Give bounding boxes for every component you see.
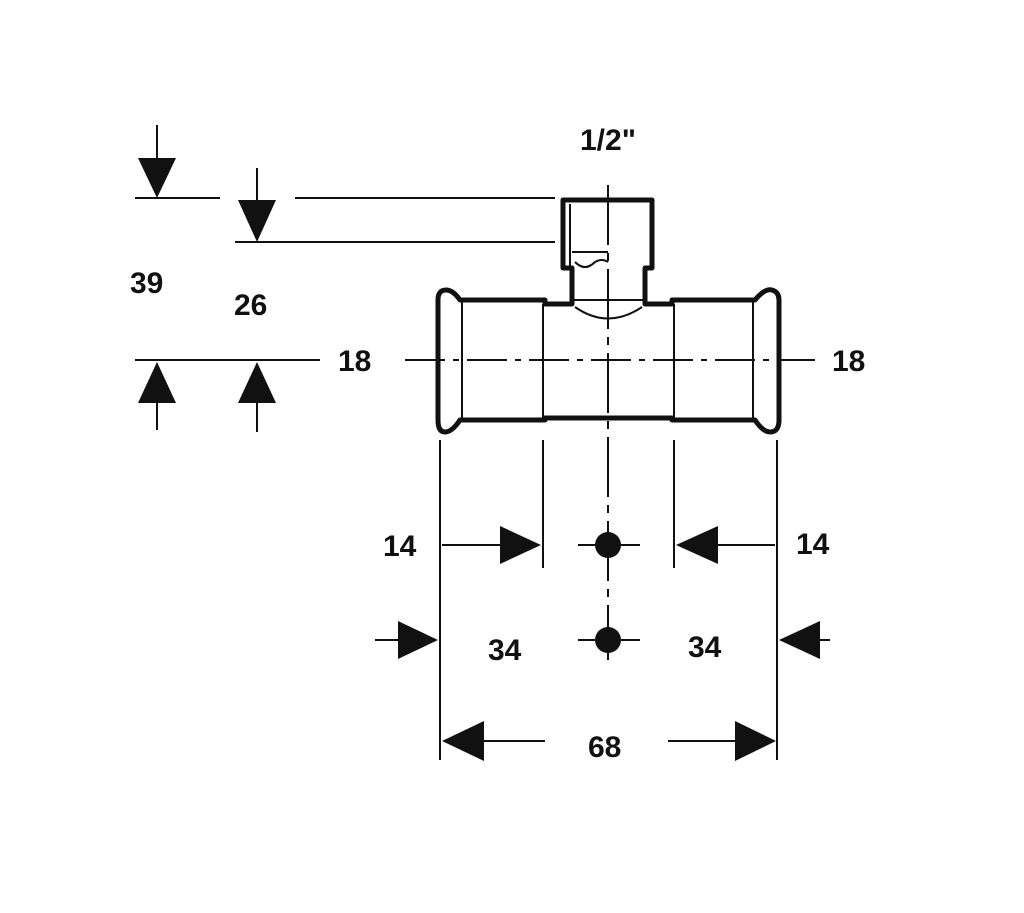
arrow-right-icon (735, 721, 776, 761)
right-insertion-label: 14 (796, 528, 830, 561)
arrow-left-icon (676, 526, 718, 564)
length-dimensions (375, 440, 830, 761)
left-insertion-label: 14 (383, 530, 417, 563)
total-length-label: 68 (588, 731, 621, 764)
left-half-length-label: 34 (488, 634, 522, 667)
total-height-label: 39 (130, 267, 163, 300)
arrow-right-icon (500, 526, 541, 564)
right-diameter-label: 18 (832, 345, 865, 378)
center-point-icon (595, 532, 621, 558)
arrow-down-icon (238, 200, 276, 242)
arrow-up-icon (238, 362, 276, 403)
right-half-length-label: 34 (688, 631, 722, 664)
arrow-left-icon (442, 721, 484, 761)
center-point-icon (595, 627, 621, 653)
branch-height-label: 26 (234, 289, 267, 322)
arrow-left-icon (779, 621, 820, 659)
height-dimensions (135, 125, 555, 432)
arrow-down-icon (138, 158, 176, 198)
arrow-right-icon (398, 621, 438, 659)
center-lines (405, 185, 815, 660)
thread-size-label: 1/2" (580, 124, 636, 157)
arrow-up-icon (138, 362, 176, 403)
left-diameter-label: 18 (338, 345, 371, 378)
